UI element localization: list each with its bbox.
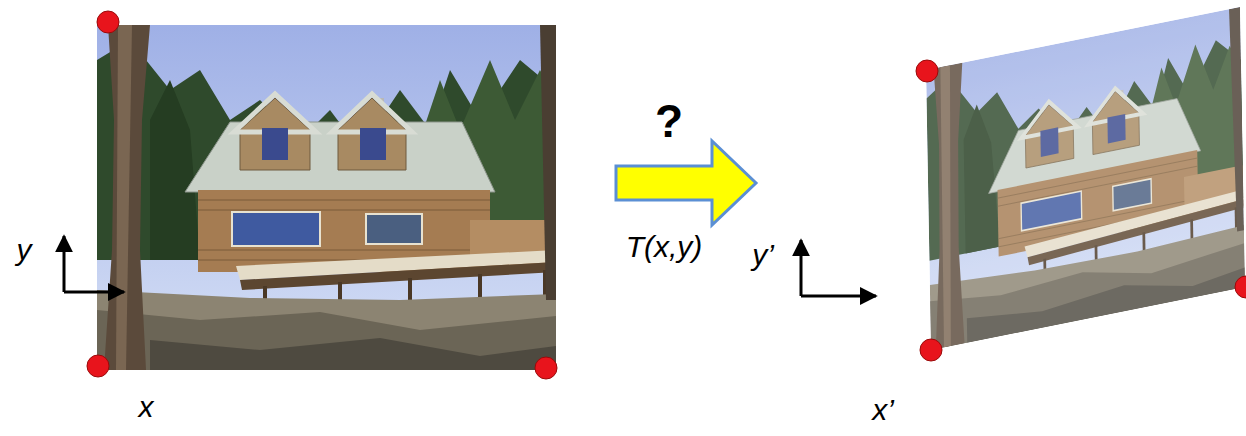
question-mark: ? [655,98,683,144]
axis-label: y [17,235,32,265]
transform-arrow [616,141,756,225]
axis-label: x’ [872,395,894,425]
transform-label: T(x,y) [626,232,703,262]
corner-dots [87,11,1246,379]
axis-label: y’ [752,240,774,270]
axes [64,236,876,296]
axis-label: x [139,392,154,422]
source-photo [97,25,556,370]
warped-photo [926,7,1245,350]
